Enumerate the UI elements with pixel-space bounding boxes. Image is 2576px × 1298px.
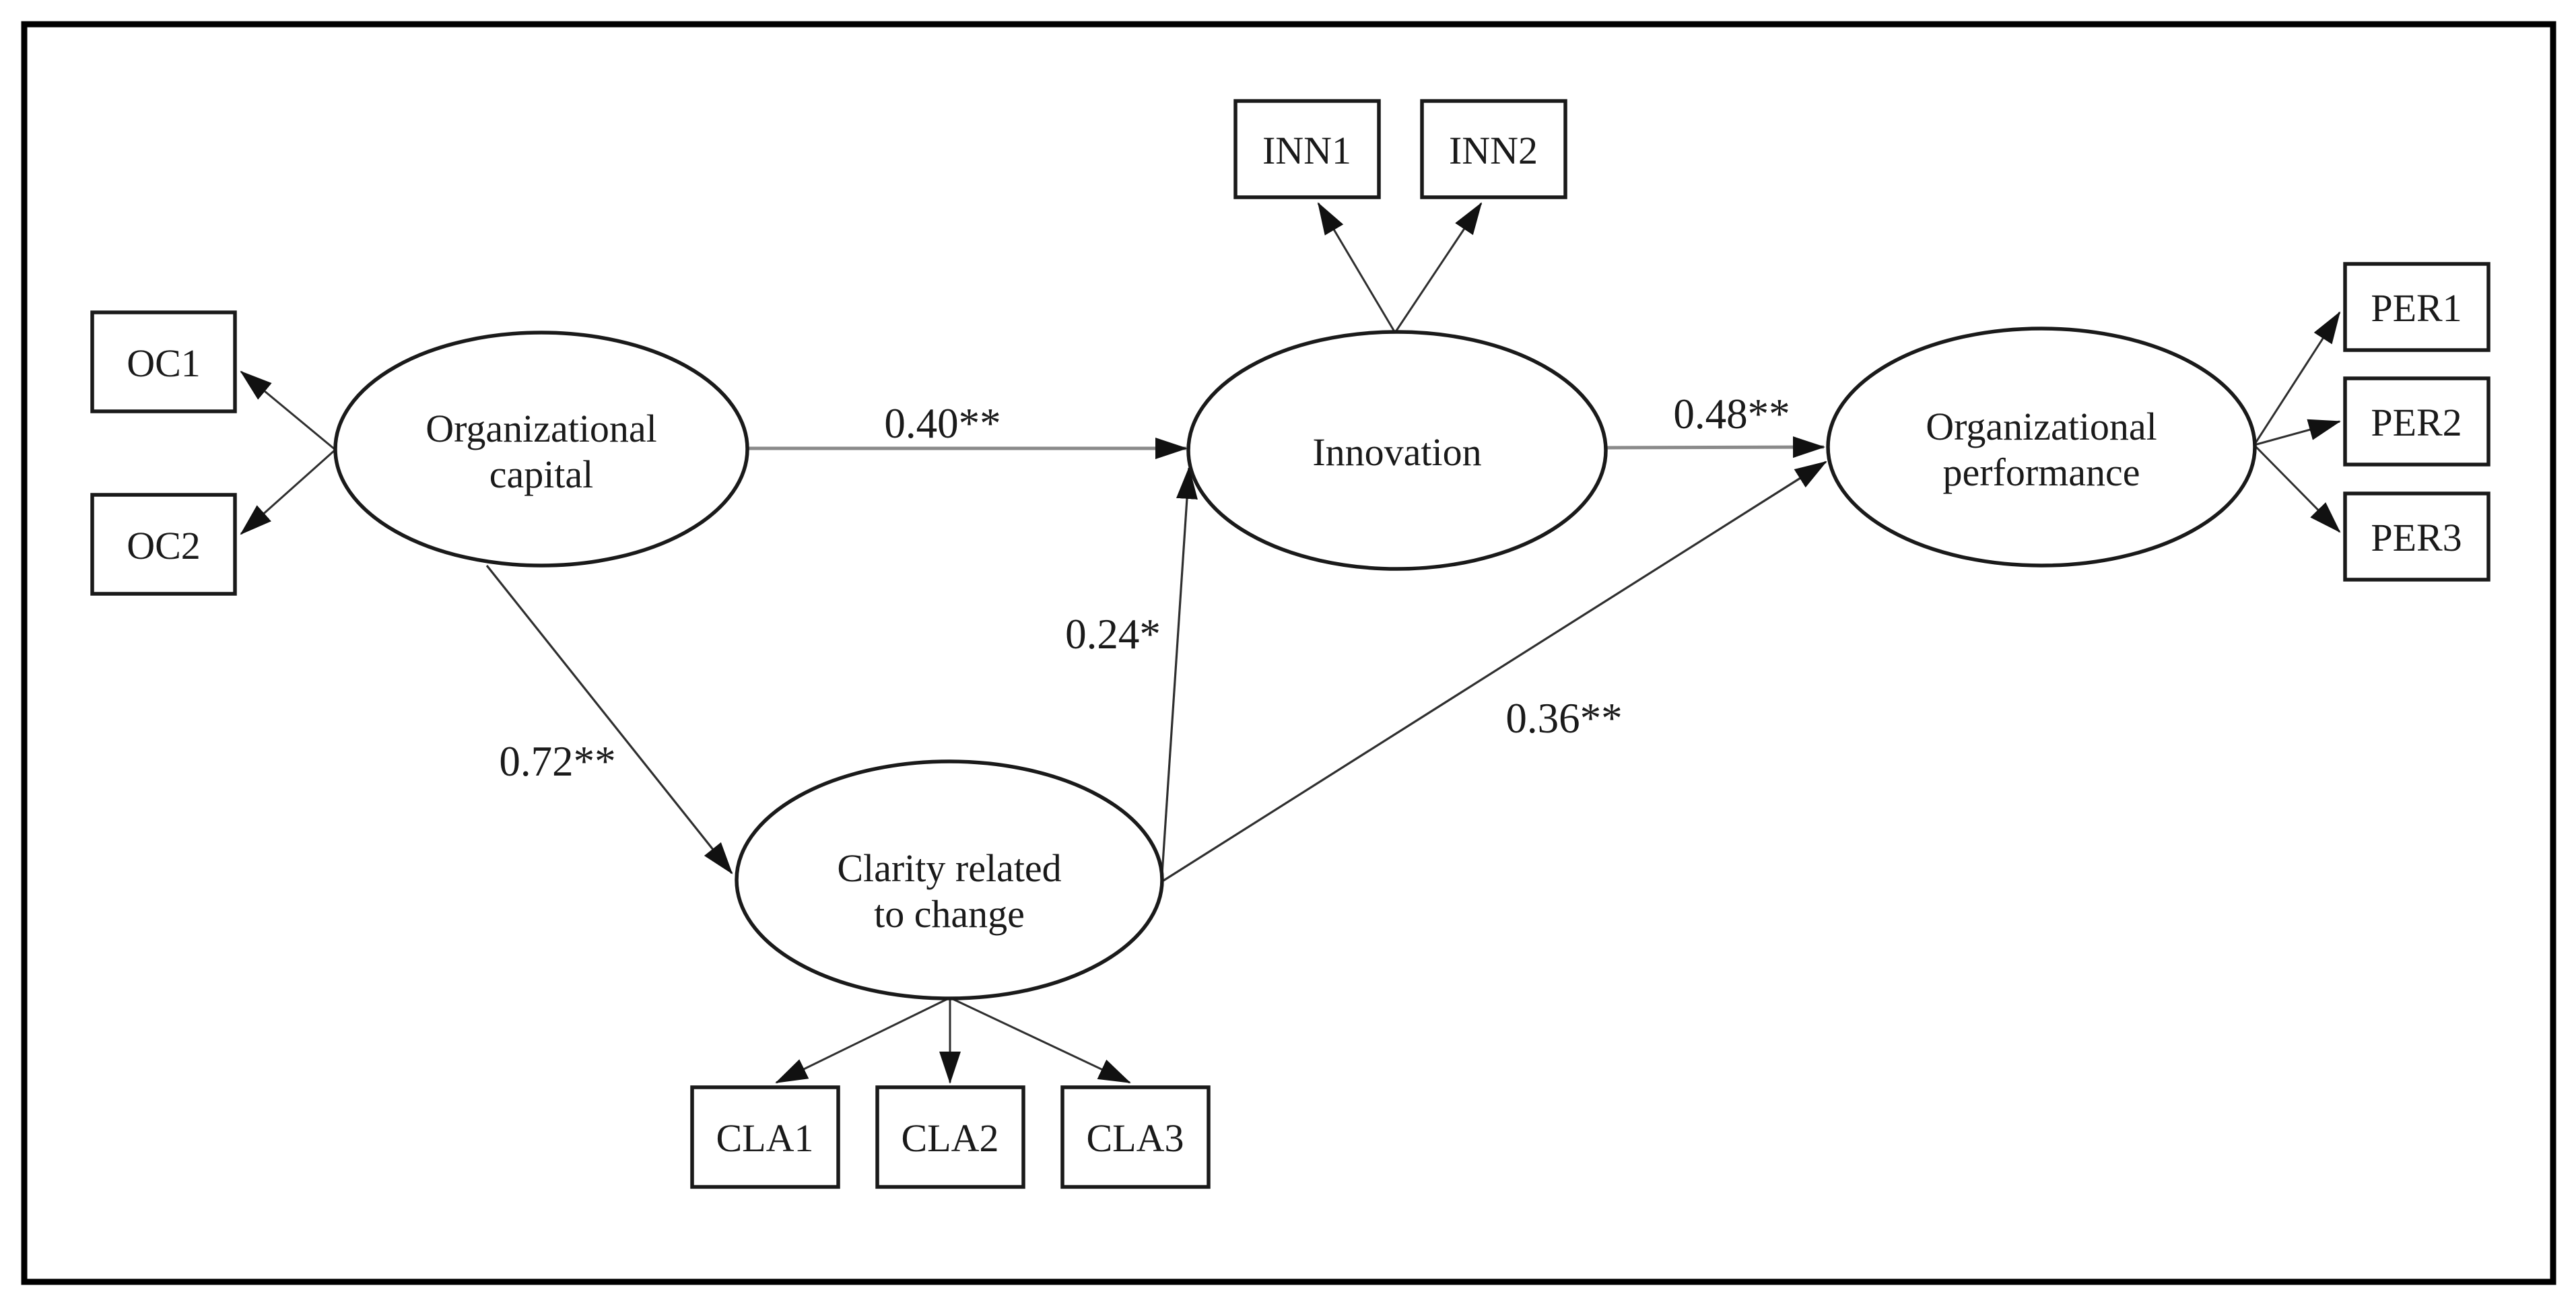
latent-organizational-performance: Organizational performance [1826,327,2257,568]
path-line-clarity-innovation [1161,467,1198,875]
indicator-box-inn2 [1420,99,1567,199]
latent-ellipse-clarity [735,759,1164,1000]
path-coefficient-oc-innovation: 0.40** [884,400,1001,447]
arrow-organizational-performance-to-per2 [2253,419,2341,446]
path-clarity-to-organizational-performance: 0.36** [1163,460,1827,882]
indicator-inn2: INN2 [1420,99,1567,199]
indicator-label-inn1: INN1 [1262,129,1351,172]
indicator-oc1: OC1 [90,310,237,413]
path-line-oc-clarity [485,565,733,875]
arrow-organizational-capital-to-oc2 [240,448,336,535]
path-line-innovation-performance [1605,436,1825,458]
latent-label-organizational-capital-line1: Organizational [426,407,657,450]
arrow-organizational-performance-to-per3 [2253,444,2341,533]
latent-organizational-capital: Organizational capital [333,331,749,568]
path-organizational-capital-to-innovation: 0.40** [747,400,1188,459]
path-coefficient-clarity-innovation: 0.24* [1065,611,1161,658]
indicator-label-cla3: CLA3 [1087,1116,1184,1160]
indicator-oc2: OC2 [90,493,237,596]
indicator-cla3: CLA3 [1060,1085,1211,1189]
latent-label-organizational-performance-line1: Organizational [1926,405,2157,448]
indicator-box-cla1 [690,1085,840,1189]
indicator-label-per3: PER3 [2371,516,2462,559]
latent-ellipse-organizational-performance [1826,327,2257,568]
arrow-innovation-to-inn1 [1317,202,1396,333]
indicator-per2: PER2 [2343,376,2490,467]
path-coefficient-innovation-performance: 0.48** [1673,390,1790,438]
latent-label-innovation: Innovation [1312,430,1481,474]
structural-paths: 0.40** 0.72** 0.24* 0.48** 0.36** [485,390,1827,882]
path-coefficient-oc-clarity: 0.72** [499,738,615,785]
indicator-box-per2 [2343,376,2490,467]
indicator-cla2: CLA2 [875,1085,1025,1189]
indicator-label-cla2: CLA2 [902,1116,999,1160]
latent-innovation: Innovation [1186,330,1608,571]
latent-label-clarity-line1: Clarity related [837,846,1061,890]
figure-border [21,21,2556,1285]
arrow-clarity-to-cla1 [775,996,951,1084]
indicator-label-cla1: CLA1 [716,1116,814,1160]
indicator-label-oc2: OC2 [127,524,201,568]
indicator-box-oc1 [90,310,237,413]
arrow-innovation-to-inn2 [1394,202,1483,333]
latent-ellipse-innovation [1186,330,1608,571]
indicator-box-oc2 [90,493,237,596]
path-innovation-to-organizational-performance: 0.48** [1605,390,1825,458]
indicator-arrows [240,202,2341,1084]
indicator-box-inn1 [1233,99,1381,199]
indicator-label-inn2: INN2 [1449,129,1538,172]
latent-clarity-related-to-change: Clarity related to change [735,759,1164,1000]
path-coefficient-clarity-performance: 0.36** [1505,695,1622,742]
latent-label-organizational-performance-line2: performance [1942,450,2140,494]
indicator-per3: PER3 [2343,491,2490,582]
latent-ellipse-organizational-capital [333,331,749,568]
indicator-label-per1: PER1 [2371,286,2462,330]
arrow-organizational-performance-to-per1 [2253,311,2341,446]
indicator-per1: PER1 [2343,262,2490,352]
indicator-label-per2: PER2 [2371,401,2462,444]
indicator-box-per3 [2343,491,2490,582]
arrow-clarity-to-cla3 [949,996,1131,1084]
path-line-clarity-performance [1163,460,1827,882]
latent-label-clarity-line2: to change [874,892,1025,936]
indicator-inn1: INN1 [1233,99,1381,199]
path-clarity-to-innovation: 0.24* [1065,467,1198,875]
indicator-box-cla3 [1060,1085,1211,1189]
latent-label-organizational-capital-line2: capital [489,452,594,496]
indicator-box-cla2 [875,1085,1025,1189]
indicator-cla1: CLA1 [690,1085,840,1189]
indicator-label-oc1: OC1 [127,341,201,385]
arrow-organizational-capital-to-oc1 [240,370,336,451]
indicator-box-per1 [2343,262,2490,352]
path-organizational-capital-to-clarity: 0.72** [485,565,733,875]
